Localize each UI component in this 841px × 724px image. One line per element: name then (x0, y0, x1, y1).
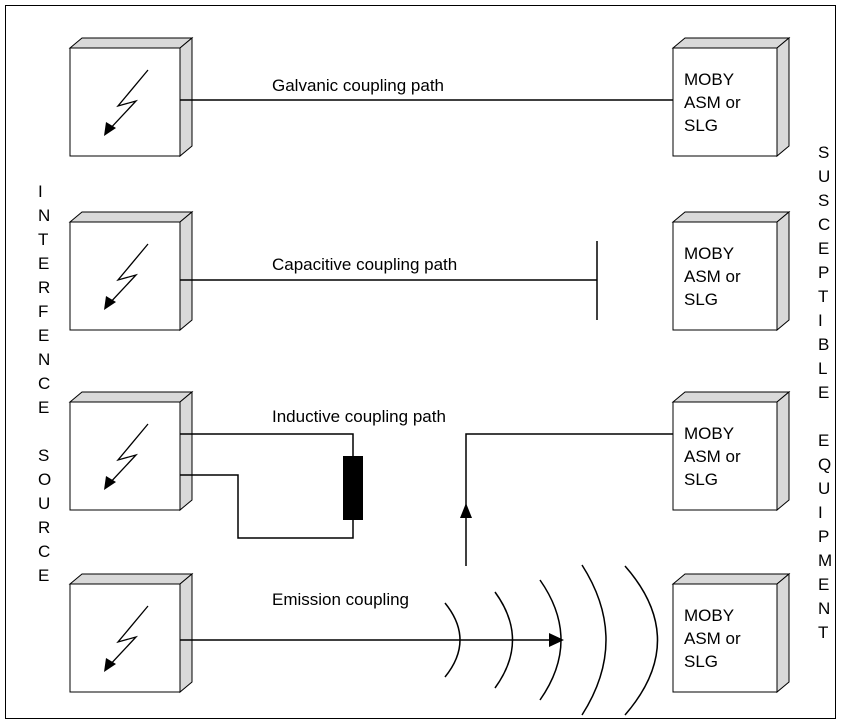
interference-source-letter: I (38, 182, 43, 201)
susceptible-equipment-letter: T (818, 287, 828, 306)
diagram-border (5, 5, 836, 719)
arrow-up-icon (460, 503, 472, 518)
capacitive-coupling-label: Capacitive coupling path (272, 255, 457, 274)
susceptible-equipment-letter: E (818, 575, 829, 594)
susceptible-equipment-letter: I (818, 311, 823, 330)
interference-source-letter: N (38, 350, 50, 369)
susceptible-equipment-letter: C (818, 215, 830, 234)
susceptible-equipment-letter: Q (818, 455, 831, 474)
interference-source-letter: U (38, 494, 50, 513)
target-label-line: ASM or (684, 93, 741, 112)
susceptible-equipment-letter: S (818, 191, 829, 210)
susceptible-equipment-letter: N (818, 599, 830, 618)
interference-source-letter: S (38, 446, 49, 465)
susceptible-equipment-letter: E (818, 431, 829, 450)
target-label-line: ASM or (684, 447, 741, 466)
source-box-capacitive (68, 210, 194, 332)
inductive-loop-wire (180, 474, 354, 539)
susceptible-equipment-letter: E (818, 239, 829, 258)
susceptible-equipment-letter: M (818, 551, 832, 570)
target-box-capacitive: MOBY ASM or SLG (671, 210, 791, 332)
susceptible-equipment-letter: L (818, 359, 827, 378)
inductive-coupling-label: Inductive coupling path (272, 407, 446, 426)
target-box-galvanic: MOBY ASM or SLG (671, 36, 791, 158)
susceptible-equipment-letter: U (818, 479, 830, 498)
target-label-line: SLG (684, 470, 718, 489)
lightning-bolt-icon (104, 423, 149, 490)
emission-coupling-label: Emission coupling (272, 590, 409, 609)
target-label-line: SLG (684, 116, 718, 135)
interference-source-letter: O (38, 470, 51, 489)
susceptible-equipment-letter: U (818, 167, 830, 186)
susceptible-equipment-label: S U S C E P T I B L E E Q U I P M E N T (818, 143, 832, 642)
target-label-line: SLG (684, 652, 718, 671)
interference-source-letter: T (38, 230, 48, 249)
susceptible-equipment-letter: I (818, 503, 823, 522)
susceptible-equipment-letter: P (818, 527, 829, 546)
induced-path-line (465, 433, 673, 566)
interference-source-letter: E (38, 398, 49, 417)
susceptible-equipment-letter: E (818, 383, 829, 402)
source-box-galvanic (68, 36, 194, 158)
susceptible-equipment-letter: B (818, 335, 829, 354)
galvanic-coupling-label: Galvanic coupling path (272, 76, 444, 95)
target-label-line: ASM or (684, 267, 741, 286)
target-label-line: SLG (684, 290, 718, 309)
interference-source-letter: E (38, 326, 49, 345)
lightning-bolt-icon (104, 243, 149, 310)
source-box-inductive (68, 390, 194, 512)
interference-source-letter: F (38, 302, 48, 321)
arrow-right-icon (549, 633, 564, 647)
susceptible-equipment-letter: S (818, 143, 829, 162)
interference-source-letter: N (38, 206, 50, 225)
lightning-bolt-icon (104, 69, 149, 136)
emission-wave-arcs (444, 564, 659, 716)
target-label-line: MOBY (684, 424, 734, 443)
target-label-line: MOBY (684, 70, 734, 89)
lightning-bolt-icon (104, 605, 149, 672)
target-label-line: MOBY (684, 244, 734, 263)
interference-source-letter: R (38, 278, 50, 297)
susceptible-equipment-letter: T (818, 623, 828, 642)
target-box-inductive: MOBY ASM or SLG (671, 390, 791, 512)
interference-source-letter: R (38, 518, 50, 537)
inductive-loop-wire (180, 433, 354, 456)
source-box-emission (68, 572, 194, 694)
target-label-line: MOBY (684, 606, 734, 625)
interference-source-letter: C (38, 374, 50, 393)
interference-source-label: I N T E R F E N C E S O U R C E (38, 182, 51, 585)
interference-source-letter: E (38, 566, 49, 585)
target-label-line: ASM or (684, 629, 741, 648)
interference-source-letter: E (38, 254, 49, 273)
susceptible-equipment-letter: P (818, 263, 829, 282)
target-box-emission: MOBY ASM or SLG (671, 572, 791, 694)
interference-source-letter: C (38, 542, 50, 561)
inductor-coil (343, 456, 363, 520)
